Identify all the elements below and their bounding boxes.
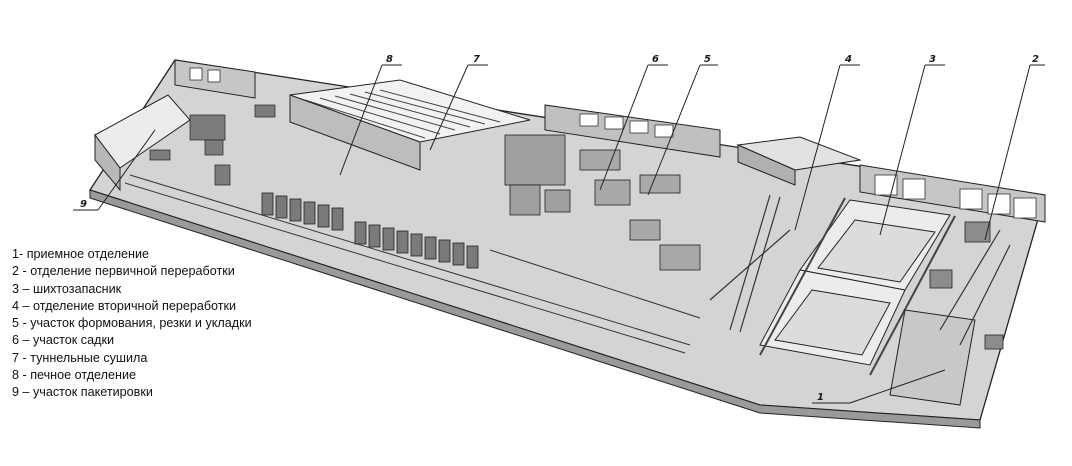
left-area-machines	[149, 104, 276, 186]
batch-storage-bins	[759, 199, 951, 366]
legend-item-7: 7 - туннельные сушила	[12, 350, 148, 365]
legend-item-6: 6 – участок садки	[12, 333, 114, 348]
receiving-room	[889, 309, 976, 406]
secondary-conveyors	[709, 194, 791, 333]
callout-2: 2	[1032, 54, 1039, 65]
callout-leaders	[73, 64, 1045, 404]
primary-processing-equipment	[929, 221, 1004, 350]
canopy-front	[737, 144, 796, 186]
callout-5: 5	[704, 54, 711, 65]
storage-gantry	[759, 197, 956, 376]
kiln-cars	[261, 192, 479, 269]
callout-4: 4	[844, 54, 852, 65]
rail-tracks	[124, 174, 701, 354]
legend-item-4: 4 – отделение вторичной переработки	[12, 298, 237, 313]
setting-area-machines	[504, 134, 571, 216]
callout-8: 8	[386, 54, 393, 65]
floor-front-edge	[89, 189, 981, 429]
callout-3: 3	[929, 54, 936, 65]
primary-conveyors	[939, 229, 1011, 346]
callout-1: 1	[817, 392, 824, 403]
legend-item-8: 8 - печное отделение	[12, 368, 136, 383]
legend-item-3: 3 – шихтозапасник	[12, 281, 122, 296]
legend-item-9: 9 – участок пакетировки	[12, 385, 153, 400]
callout-6: 6	[652, 54, 659, 65]
legend-item-5: 5 - участок формования, резки и укладки	[12, 316, 252, 331]
legend-item-2: 2 - отделение первичной переработки	[12, 264, 235, 279]
packaging-room-wall	[94, 133, 121, 192]
dryer-hall-front	[289, 94, 421, 171]
legend-list: 1- приемное отделение 2 - отделение перв…	[12, 246, 252, 402]
legend-item-1: 1- приемное отделение	[12, 247, 150, 261]
callout-7: 7	[473, 54, 480, 65]
dryer-tunnels	[304, 89, 501, 139]
callout-9: 9	[80, 199, 87, 210]
